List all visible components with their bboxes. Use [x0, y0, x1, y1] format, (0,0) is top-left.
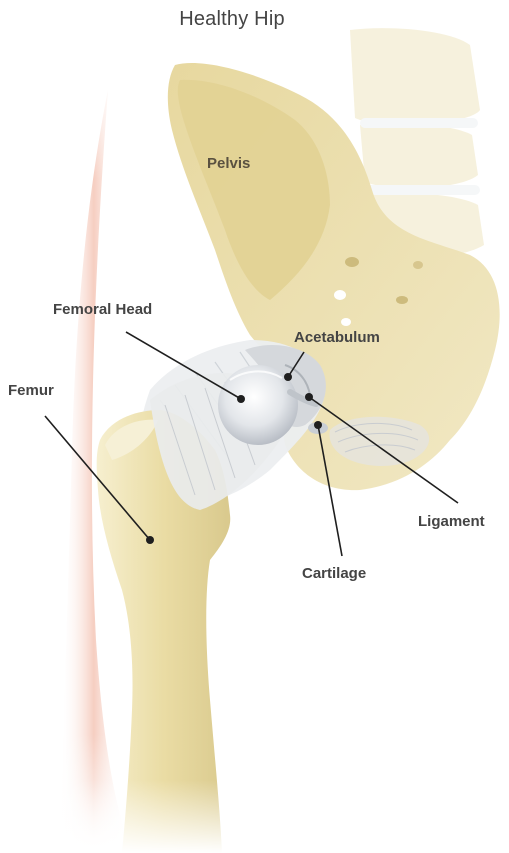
- dot-femoral-head: [237, 395, 245, 403]
- label-acetabulum: Acetabulum: [294, 329, 380, 346]
- label-femoral-head: Femoral Head: [53, 301, 152, 318]
- dot-femur: [146, 536, 154, 544]
- label-femur: Femur: [8, 382, 54, 399]
- diagram-title: Healthy Hip: [0, 8, 464, 31]
- dot-acetabulum: [284, 373, 292, 381]
- label-cartilage: Cartilage: [302, 565, 366, 582]
- label-ligament: Ligament: [418, 513, 485, 530]
- dot-cartilage: [314, 421, 322, 429]
- label-pelvis: Pelvis: [207, 155, 250, 172]
- dot-ligament: [305, 393, 313, 401]
